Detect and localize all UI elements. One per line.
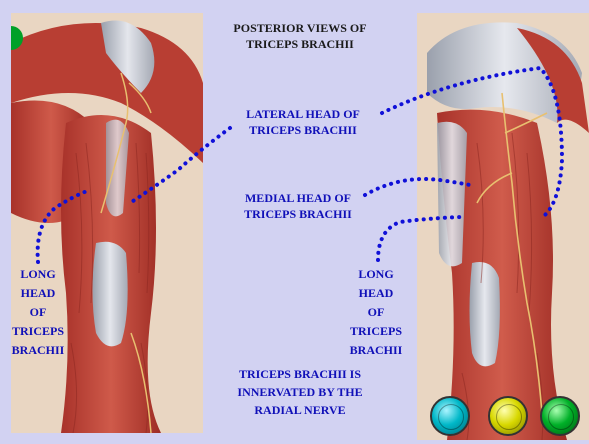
long-head-label-right: LONG HEAD OF TRICEPS BRACHII bbox=[349, 267, 403, 357]
long-head-label-left: LONG HEAD OF TRICEPS BRACHII bbox=[11, 267, 65, 357]
page-title: POSTERIOR VIEWS OF TRICEPS BRACHII bbox=[233, 21, 367, 51]
left-arm-illustration bbox=[11, 13, 203, 433]
lateral-head-label: LATERAL HEAD OF TRICEPS BRACHII bbox=[246, 107, 360, 137]
yellow-nav-button[interactable] bbox=[488, 396, 528, 436]
medial-head-label: MEDIAL HEAD OF TRICEPS BRACHII bbox=[244, 191, 352, 221]
right-arm-drawing bbox=[427, 22, 589, 440]
right-arm-illustration bbox=[417, 13, 589, 440]
green-nav-button[interactable] bbox=[540, 396, 580, 436]
innervation-note: TRICEPS BRACHII IS INNERVATED BY THE RAD… bbox=[237, 367, 363, 417]
left-arm-drawing bbox=[11, 20, 203, 433]
cyan-nav-button[interactable] bbox=[430, 396, 470, 436]
